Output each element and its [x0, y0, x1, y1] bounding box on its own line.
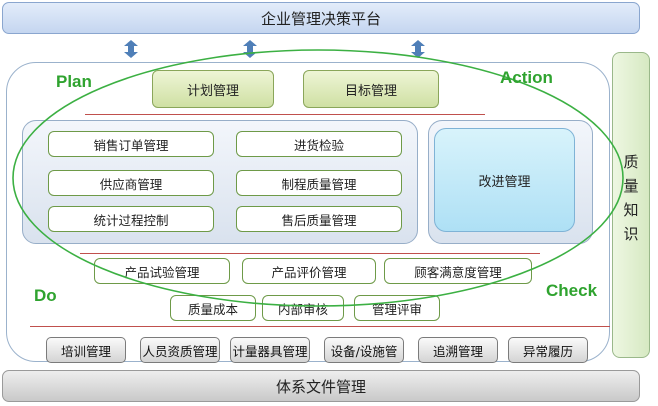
customer-satisfaction-button[interactable]: 顾客满意度管理: [384, 258, 532, 284]
double-arrow-icon: [411, 40, 425, 58]
process-quality-button[interactable]: 制程质量管理: [236, 170, 402, 196]
plan-management-button[interactable]: 计划管理: [152, 70, 274, 108]
check-label: Check: [546, 281, 598, 300]
quality-knowledge-label: 质 量 知 识: [612, 150, 650, 246]
product-test-button[interactable]: 产品试验管理: [94, 258, 230, 284]
side-char: 识: [623, 225, 639, 243]
side-char: 质: [623, 153, 639, 171]
equipment-facility-button[interactable]: 设备/设施管: [324, 337, 404, 363]
supplier-management-button[interactable]: 供应商管理: [48, 170, 214, 196]
training-management-button[interactable]: 培训管理: [46, 337, 126, 363]
do-label: Do: [34, 286, 57, 305]
sales-order-button[interactable]: 销售订单管理: [48, 131, 214, 157]
internal-audit-button[interactable]: 内部审核: [262, 295, 344, 321]
product-evaluation-button[interactable]: 产品评价管理: [242, 258, 376, 284]
personnel-qualification-button[interactable]: 人员资质管理: [140, 337, 220, 363]
quality-cost-button[interactable]: 质量成本: [170, 295, 256, 321]
traceability-button[interactable]: 追溯管理: [418, 337, 498, 363]
incoming-inspection-button[interactable]: 进货检验: [236, 131, 402, 157]
action-label: Action: [500, 68, 553, 87]
double-arrow-icon: [243, 40, 257, 58]
after-sales-quality-button[interactable]: 售后质量管理: [236, 206, 402, 232]
divider: [85, 114, 485, 115]
goal-management-button[interactable]: 目标管理: [303, 70, 439, 108]
management-review-button[interactable]: 管理评审: [354, 295, 440, 321]
spc-button[interactable]: 统计过程控制: [48, 206, 214, 232]
system-document-bar[interactable]: 体系文件管理: [2, 370, 640, 402]
improvement-management-button[interactable]: 改进管理: [434, 128, 575, 232]
double-arrow-icon: [124, 40, 138, 58]
side-char: 知: [623, 201, 639, 219]
divider: [30, 326, 610, 327]
side-char: 量: [623, 177, 639, 195]
divider: [80, 253, 540, 254]
decision-platform-bar[interactable]: 企业管理决策平台: [2, 2, 640, 34]
plan-label: Plan: [56, 72, 92, 91]
exception-history-button[interactable]: 异常履历: [508, 337, 588, 363]
measuring-instrument-button[interactable]: 计量器具管理: [230, 337, 310, 363]
